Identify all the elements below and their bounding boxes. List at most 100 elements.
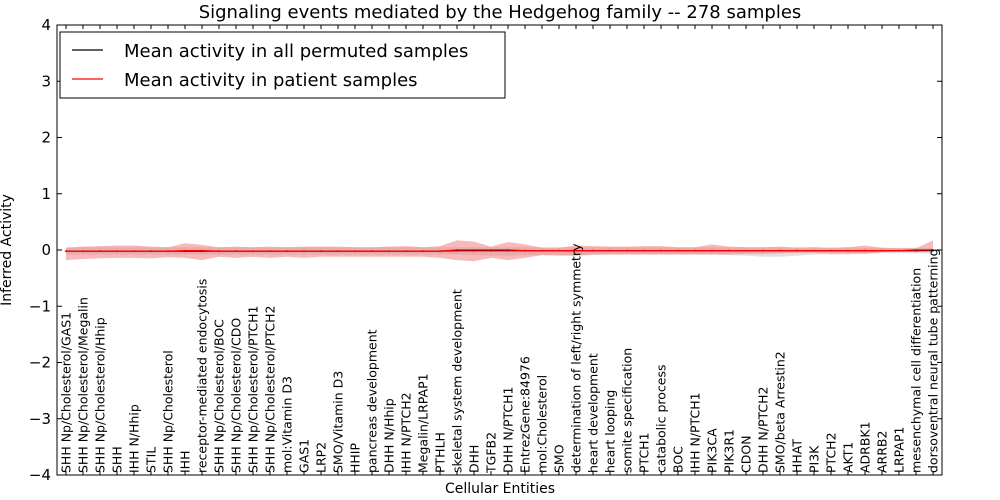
x-tick-label: PTCH2	[824, 432, 839, 473]
y-tick-label: 3	[41, 72, 51, 90]
series-1-point	[660, 249, 662, 252]
x-tick-label: PTHLH	[433, 432, 448, 473]
x-tick-label: PIK3CA	[705, 428, 720, 473]
x-tick-label: SHH Np/Cholesterol/Hhip	[93, 317, 108, 473]
x-tick-label: IHH N/PTCH2	[399, 392, 414, 473]
legend-box	[59, 31, 506, 99]
series-1-point	[252, 250, 254, 253]
series-1-point	[473, 249, 475, 251]
x-tick-label: Megalin/LRPAP1	[416, 373, 431, 473]
chart-title: Signaling events mediated by the Hedgeho…	[199, 2, 802, 23]
x-tick-label: LRP2	[314, 442, 329, 473]
x-tick-label: SHH	[110, 446, 125, 473]
x-tick-label: mol:Cholesterol	[535, 375, 550, 473]
x-tick-label: catabolic process	[654, 364, 669, 473]
series-1-point	[201, 249, 203, 252]
series-1-point	[99, 250, 101, 253]
series-1-point	[439, 250, 441, 253]
x-tick-label: pancreas development	[365, 329, 380, 473]
series-1-point	[320, 250, 322, 253]
y-tick-label: 4	[41, 16, 51, 34]
series-1-point	[898, 249, 900, 252]
series-1-point	[456, 249, 458, 251]
x-tick-label: EntrezGene:84976	[518, 356, 533, 473]
series-1-point	[507, 249, 509, 251]
series-1-point	[541, 249, 543, 252]
series-1-point	[82, 250, 84, 253]
legend-label-patient: Mean activity in patient samples	[124, 70, 418, 91]
x-tick-label: DHH N/PTCH2	[756, 387, 771, 473]
series-1-point	[932, 249, 934, 251]
series-1-point	[762, 249, 764, 252]
series-1-point	[371, 250, 373, 253]
series-1-point	[337, 250, 339, 253]
series-1-point	[167, 250, 169, 253]
y-tick-label: 0	[41, 241, 51, 259]
x-tick-label: dorsoventral neural tube patterning	[926, 249, 941, 474]
series-1-point	[150, 250, 152, 253]
series-1-point	[286, 250, 288, 253]
y-axis-label: Inferred Activity	[0, 194, 15, 306]
series-line-1	[66, 249, 933, 252]
series-1-point	[422, 250, 424, 253]
series-1-point	[490, 249, 492, 251]
x-tick-label: SMO/Vitamin D3	[331, 371, 346, 473]
series-1-point	[116, 250, 118, 253]
series-1-point	[796, 249, 798, 252]
series-1-point	[711, 249, 713, 252]
series-1-point	[235, 250, 237, 253]
series-1-point	[745, 249, 747, 252]
x-tick-label: mol:Vitamin D3	[280, 376, 295, 473]
series-1-point	[184, 249, 186, 252]
x-tick-label: BOC	[671, 446, 686, 473]
x-tick-label: DHH N/PTCH1	[501, 387, 516, 473]
series-1-point	[643, 249, 645, 252]
series-1-point	[303, 250, 305, 253]
series-1-point	[575, 249, 577, 252]
series-1-point	[626, 249, 628, 252]
y-tick-label: −3	[29, 410, 51, 428]
x-tick-label: skeletal system development	[450, 289, 465, 473]
x-tick-label: determination of left/right symmetry	[569, 243, 584, 473]
x-tick-label: GAS1	[297, 439, 312, 473]
series-1-point	[847, 249, 849, 252]
x-tick-label: DHH	[467, 445, 482, 473]
x-tick-label: IHH N/Hhip	[127, 404, 142, 473]
series-1-point	[813, 249, 815, 252]
series-1-point	[915, 249, 917, 251]
series-1-point	[592, 249, 594, 252]
x-tick-label: SMO	[552, 444, 567, 473]
x-tick-label: CDON	[739, 435, 754, 473]
x-tick-label: SHH Np/Cholesterol/BOC	[212, 319, 227, 473]
x-tick-label: mesenchymal cell differentiation	[909, 268, 924, 473]
x-tick-label: HHIP	[348, 443, 363, 473]
legend-label-permuted: Mean activity in all permuted samples	[124, 41, 468, 62]
series-1-point	[881, 249, 883, 252]
x-axis-label: Cellular Entities	[445, 481, 555, 497]
series-1-point	[354, 250, 356, 253]
x-tick-label: IHH	[178, 451, 193, 474]
series-1-point	[405, 250, 407, 253]
series-1-point	[864, 249, 866, 252]
x-tick-label: PIK3R1	[722, 429, 737, 473]
series-1-point	[65, 250, 67, 253]
series-1-point	[218, 250, 220, 253]
x-tick-label: DHH N/Hhip	[382, 398, 397, 473]
y-tick-label: −1	[29, 297, 51, 315]
series-1-point	[133, 250, 135, 253]
series-1-point	[779, 249, 781, 252]
x-tick-label: SHH Np/Cholesterol/GAS1	[59, 312, 74, 473]
x-tick-label: PI3K	[807, 445, 822, 473]
x-tick-label: heart looping	[603, 390, 618, 473]
x-tick-label: SMO/beta Arrestin2	[773, 351, 788, 473]
x-tick-label: somite specification	[620, 348, 635, 473]
x-tick-label: AKT1	[841, 442, 856, 473]
x-tick-label: receptor-mediated endocytosis	[195, 279, 210, 473]
series-1-point	[558, 249, 560, 252]
x-tick-label: IHH N/PTCH1	[688, 392, 703, 473]
series-1-point	[728, 249, 730, 252]
series-lines	[65, 249, 934, 253]
x-tick-label: SHH Np/Cholesterol/PTCH1	[246, 306, 261, 474]
